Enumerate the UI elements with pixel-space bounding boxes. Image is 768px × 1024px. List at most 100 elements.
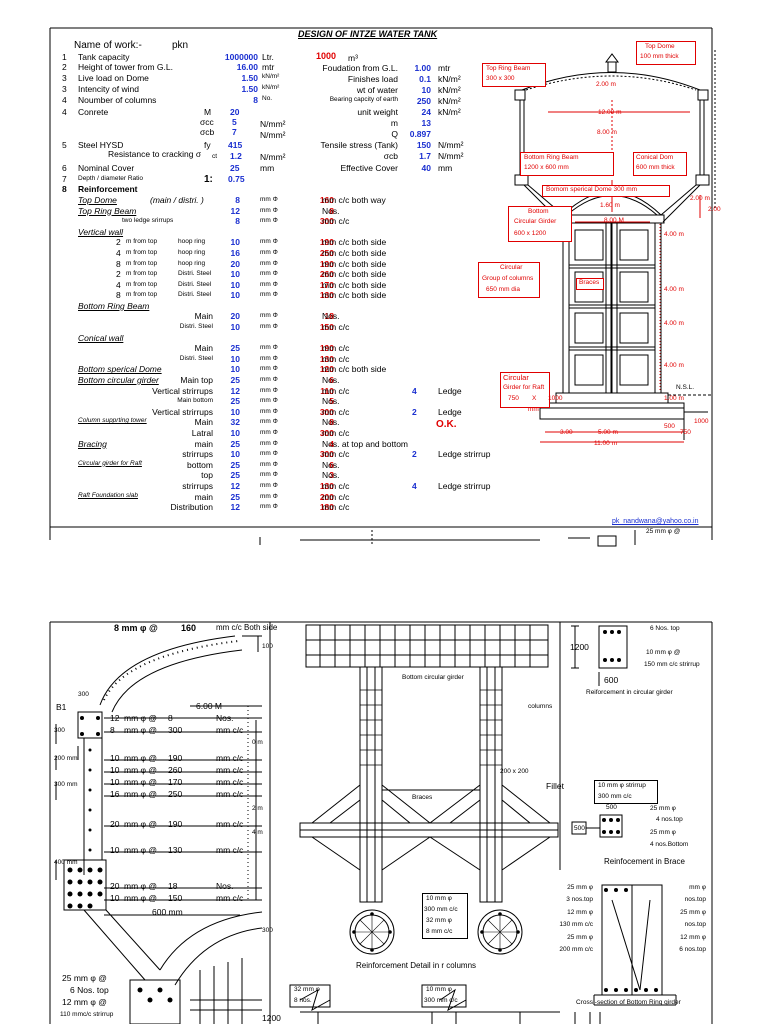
row-kind: Main <box>194 417 213 428</box>
wall-bar-dia: 8 <box>110 725 115 735</box>
row-value: 8 <box>253 95 258 105</box>
param-unit: mtr <box>438 63 451 73</box>
bottom-bar-32-a: 32 mm φ <box>294 986 320 993</box>
ok-check: O.K. <box>436 419 457 431</box>
bar-unit: mm Φ <box>260 492 278 500</box>
bottom-ring-beam-dim: 1200 x 600 mm <box>524 164 569 171</box>
steel-symbol: fy <box>204 140 211 150</box>
wall-bar-value: 300 <box>168 725 183 735</box>
row-kind: Distri. Steel <box>178 280 212 288</box>
param-value: 24 <box>421 107 431 117</box>
column-group-dia: 650 mm dia <box>486 286 520 293</box>
ring-girder-caption: Cross -section of Bottom Ring girder <box>576 999 681 1006</box>
fillet-label: Fillet <box>546 781 564 791</box>
dim-500: 500 <box>664 423 675 430</box>
ring-girder-left-label: 200 mm c/c <box>559 946 593 953</box>
param-label: unit weight <box>357 107 398 117</box>
bar-spacing-unit: Nos. <box>322 417 340 428</box>
section-heading: Bottom sperical Dome <box>78 364 162 375</box>
bar-unit: mm Φ <box>260 428 278 436</box>
bar-unit: mm Φ <box>260 450 278 458</box>
dim-4m: 4 m <box>252 829 263 836</box>
wall-bar-label: mm φ @ <box>124 753 158 763</box>
dim-12m: 12.00 m <box>598 109 622 116</box>
param-value: 0.897 <box>409 129 431 139</box>
ledge-label: Ledge strirrup <box>438 449 491 460</box>
row-sub: m from top <box>126 238 158 246</box>
bar-dia: 10 <box>230 427 240 438</box>
section-heading: Vertical wall <box>78 226 124 237</box>
section-heading: Bracing <box>78 438 107 449</box>
conical-dome-box <box>633 152 687 176</box>
bar-spacing: 6 <box>329 374 334 385</box>
param-label: Bearing capcity of earth <box>329 96 398 103</box>
brace-stirrup-2: 300 mm c/c <box>598 793 632 800</box>
wall-bar-value: 18 <box>168 881 178 891</box>
bar-dia: 10 <box>230 364 240 375</box>
bar-dia: 10 <box>230 449 240 460</box>
dim-5m: 5.00 m <box>598 429 618 436</box>
bar-spacing-unit: Nos. <box>322 205 340 216</box>
bar-unit: mm Φ <box>260 270 278 278</box>
bar-spacing: 130 <box>319 290 334 301</box>
section-heading: Top Ring Beam <box>78 205 137 216</box>
bar-dia: 8 <box>235 195 240 205</box>
bar-unit: mm Φ <box>260 323 278 330</box>
bar-unit: mm Φ <box>260 503 278 511</box>
steel-no: 5 <box>62 140 67 150</box>
wall-bar-label: mm φ @ <box>124 881 158 891</box>
bar-spacing-unit: mm c/c <box>322 449 350 460</box>
brace-stirrup-box <box>594 780 658 804</box>
bar-dia: 12 <box>230 385 240 396</box>
wall-bar-value: 260 <box>168 765 183 775</box>
brace-bar-3: 25 mm φ <box>650 829 676 836</box>
wall-bar-unit: mm c/c <box>216 893 244 903</box>
girder-bar-1: 25 mm φ @ <box>62 973 107 983</box>
row-value: 1000000 <box>224 52 258 62</box>
conical-dome-label: Conical Dom <box>636 154 674 161</box>
dim-300-left: 300 <box>54 727 65 734</box>
author-email-link[interactable]: pk_nandwana@yahoo.co.in <box>612 518 699 525</box>
row-sub: m from top <box>126 291 158 299</box>
crack-sub: ct <box>212 153 218 160</box>
brace-bar-2: 4 nos.top <box>656 816 683 823</box>
bar-spacing-unit: mm c/c both way <box>322 195 386 205</box>
bar-spacing-unit: mm c/c both side <box>322 364 387 375</box>
bar-spacing-unit: mm c/c both side <box>322 258 387 269</box>
wall-bar-value: 250 <box>168 789 183 799</box>
bar-spacing: 18 <box>324 311 334 322</box>
dim-750: 750 <box>680 429 691 436</box>
wall-bar-unit: mm c/c <box>216 819 244 829</box>
depth-from-top: 2 <box>116 237 121 248</box>
section-heading: Bottom circular girder <box>78 374 159 385</box>
bar-dia: 10 <box>230 322 240 332</box>
wall-bar-value: 150 <box>168 893 183 903</box>
top-ring-beam-box <box>482 63 546 87</box>
cover-label: Nominal Cover <box>78 163 135 173</box>
bar-unit: mm Φ <box>260 407 278 415</box>
bar-dia: 25 <box>230 343 240 354</box>
row-sub: m from top <box>126 270 158 278</box>
column-bar-2: 300 mm c/c <box>424 906 458 913</box>
raft-girder-mm: mm <box>528 406 539 413</box>
param-value: 0.1 <box>419 74 431 84</box>
ratio-sep: 1: <box>204 174 213 185</box>
bar-spacing: 130 <box>319 353 334 364</box>
wall-bar-unit: mm c/c <box>216 777 244 787</box>
bcg-label-1: Bottom <box>528 208 549 215</box>
bar-dia: 20 <box>230 258 240 269</box>
wall-bar-value: 130 <box>168 845 183 855</box>
bar-unit: mm Φ <box>260 481 278 489</box>
section-heading: Circular girder for Raft <box>78 459 142 467</box>
wall-bar-unit: mm c/c <box>216 789 244 799</box>
columns-label: columns <box>528 703 553 710</box>
braces-box <box>576 278 604 290</box>
bar-unit: mm Φ <box>260 280 278 288</box>
column-bar-4: 8 mm c/c <box>426 928 453 935</box>
concrete-no: 4 <box>62 107 67 117</box>
bar-spacing: 5 <box>329 396 334 407</box>
cover-no: 6 <box>62 163 67 173</box>
bar-dia: 25 <box>230 396 240 407</box>
dim-2m: 2 m <box>252 805 263 812</box>
concrete-st-symbol: σcb <box>200 127 215 137</box>
